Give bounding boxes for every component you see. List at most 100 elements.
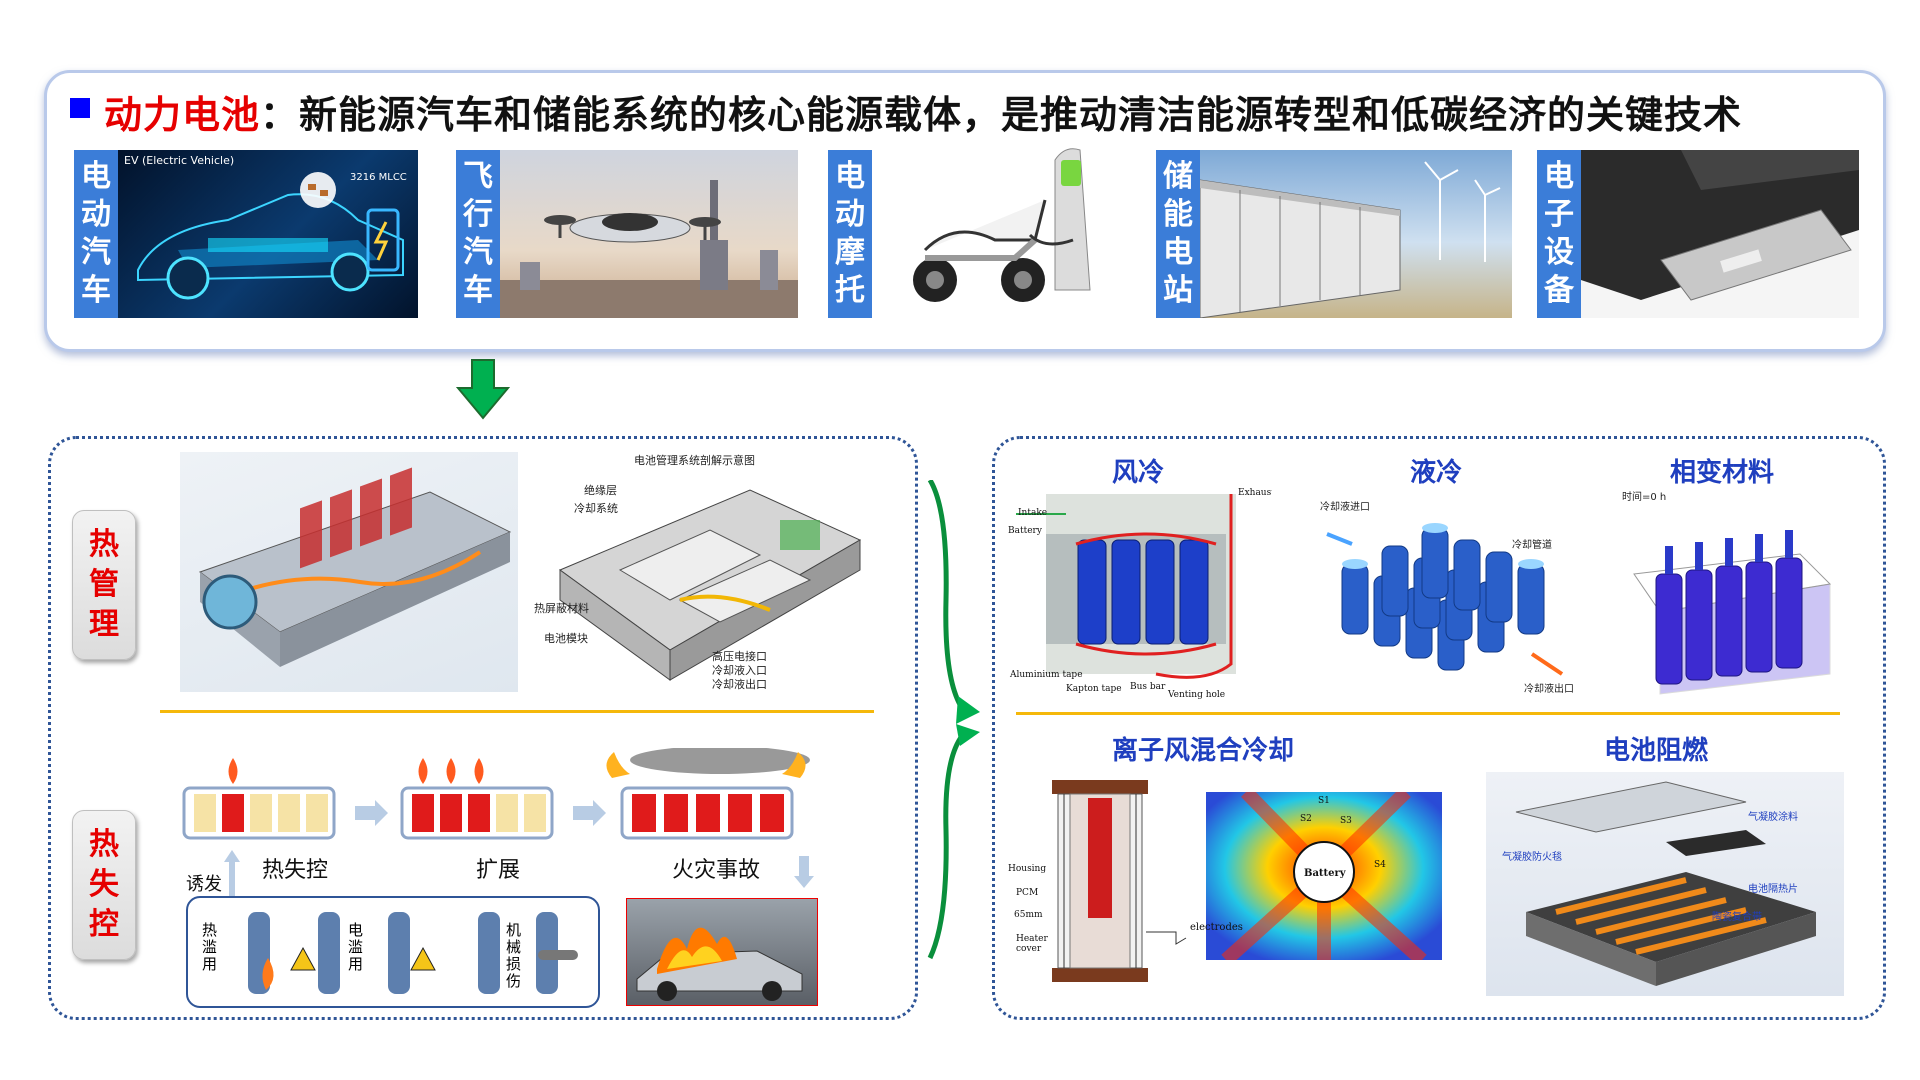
heatmap-label-s1: S1: [1318, 796, 1330, 806]
bms-label-hv-port: 高压电接口: [712, 650, 767, 663]
bms-label-coolant-out: 冷却液出口: [712, 678, 767, 690]
label-electronics-text: 电子设备: [1544, 159, 1574, 308]
fr-label-aerogel-blanket: 气凝胶防火毯: [1502, 852, 1562, 863]
car-fire-graphic: [636, 927, 803, 1001]
propagation-graphic: [182, 748, 810, 840]
cause-thermal-abuse: 热滥用: [202, 921, 218, 973]
heatmap-label-s3: S3: [1340, 816, 1352, 826]
up-arrow-icon: [224, 850, 240, 898]
ionic-wind-heatmap: Battery S2 S1 S3 S4: [1206, 792, 1442, 960]
trigger-label: 诱发: [186, 874, 222, 895]
left-panel: [48, 436, 918, 1020]
brace-arrows: [927, 480, 980, 960]
heading-air-cooling: 风冷: [1112, 458, 1165, 488]
bms-label-insulation: 绝缘层: [584, 484, 617, 497]
bms-diagram-graphic: [558, 489, 862, 681]
page-title: 动力电池：新能源汽车和储能系统的核心能源载体，是推动清洁能源转型和低碳经济的关键…: [104, 84, 1742, 139]
bms-diagram: 电池管理系统剖解示意图 绝缘层 冷却系统 热屏蔽材料 电池模块 高压电接口 冷却…: [530, 450, 870, 690]
causes-graphic: [248, 912, 578, 994]
air-label-venting: Venting hole: [1168, 690, 1226, 700]
label-thermal-runaway-text: 热失控: [89, 827, 119, 942]
stage-fire: 火灾事故: [672, 858, 761, 883]
air-label-battery: Battery: [1008, 526, 1042, 536]
bms-label-cooling: 冷却系统: [574, 502, 618, 515]
bms-label-module: 电池模块: [544, 632, 588, 645]
label-thermal-management-text: 热管理: [89, 527, 119, 642]
bms-label-heat-shield: 热屏蔽材料: [534, 602, 589, 615]
battery-pack-image: [180, 452, 518, 692]
left-divider: [160, 710, 874, 713]
down-arrow-icon: [456, 359, 510, 420]
label-electronics: 电子设备: [1537, 150, 1581, 318]
label-ev-text: 电动汽车: [81, 159, 111, 308]
heatmap-label-s2: S2: [1300, 814, 1312, 824]
label-flying-car: 飞行汽车: [456, 150, 500, 318]
air-label-kapton: Kapton tape: [1066, 684, 1122, 694]
label-storage-station: 储能电站: [1156, 150, 1200, 318]
fr-label-ceramic-tape: 陶瓷复合带: [1712, 912, 1762, 923]
liquid-cooling-diagram: 冷却液进口 冷却管道 冷却液出口: [1312, 484, 1592, 700]
liquid-cooling-graphic: [1326, 523, 1564, 676]
ionic-label-65mm: 65mm: [1014, 910, 1043, 920]
air-cooling-diagram: Intake Battery Exhaust Aluminium tape Ka…: [1006, 484, 1272, 700]
pcm-graphic: [1633, 530, 1832, 695]
cause-electrical-abuse: 电滥用: [348, 921, 364, 973]
label-e-motorcycle-text: 电动摩托: [835, 159, 865, 308]
label-ev: 电动汽车: [74, 150, 118, 318]
battery-pack-graphic: [198, 467, 512, 667]
air-label-busbar: Bus bar: [1130, 682, 1166, 692]
heading-liquid-cooling: 液冷: [1410, 458, 1463, 488]
bms-label-coolant-in: 冷却液入口: [712, 664, 767, 677]
heatmap-graphic: [1206, 792, 1442, 960]
label-storage-station-text: 储能电站: [1163, 159, 1193, 308]
motorcycle-graphic: [913, 148, 1091, 302]
electronics-image: [1581, 150, 1859, 318]
right-divider: [1016, 712, 1840, 715]
air-label-aluminium: Aluminium tape: [1010, 670, 1083, 680]
stage-runaway: 热失控: [262, 858, 329, 883]
title-highlight: 动力电池: [104, 93, 261, 137]
flying-car-graphic: [500, 180, 798, 318]
heading-phase-change: 相变材料: [1670, 458, 1775, 488]
stage-spread: 扩展: [476, 858, 521, 883]
pcm-time-label: 时间=0 h: [1622, 492, 1667, 503]
storage-station-graphic: [1200, 161, 1501, 318]
heading-ionic-wind: 离子风混合冷却: [1112, 736, 1295, 766]
ionic-label-heater: Heater cover: [1016, 934, 1048, 954]
storage-station-image: [1200, 150, 1512, 318]
label-thermal-runaway: 热失控: [72, 810, 136, 960]
fr-label-aerogel-coating: 气凝胶涂料: [1748, 812, 1798, 823]
heatmap-label-battery: Battery: [1304, 868, 1346, 879]
ionic-label-pcm: PCM: [1016, 888, 1039, 898]
label-thermal-management: 热管理: [72, 510, 136, 660]
title-text: ：新能源汽车和储能系统的核心能源载体，是推动清洁能源转型和低碳经济的关键技术: [260, 93, 1743, 137]
flame-retardant-graphic: [1515, 781, 1816, 986]
liquid-label-outlet: 冷却液出口: [1524, 684, 1574, 695]
laptop-battery-graphic: [1581, 150, 1859, 301]
heatmap-label-s4: S4: [1374, 860, 1386, 870]
liquid-label-pipe: 冷却管道: [1512, 540, 1552, 551]
ionic-label-housing: Housing: [1008, 864, 1047, 874]
motorcycle-image: [895, 140, 1115, 320]
liquid-label-inlet: 冷却液进口: [1320, 502, 1370, 513]
ev-image: EV (Electric Vehicle) 3216 MLCC: [118, 150, 418, 318]
pcm-diagram: 时间=0 h: [1620, 484, 1840, 700]
air-label-intake: Intake: [1018, 508, 1048, 518]
air-cooling-graphic: [1016, 494, 1236, 679]
label-e-motorcycle: 电动摩托: [828, 150, 872, 318]
right-panel: [992, 436, 1886, 1020]
bms-title: 电池管理系统剖解示意图: [634, 454, 755, 467]
ionic-wind-cylinder: Housing PCM 65mm Heater cover: [1006, 772, 1196, 990]
bullet-square-icon: [70, 98, 90, 118]
ev-caption: EV (Electric Vehicle): [124, 154, 235, 167]
ev-mlcc-caption: 3216 MLCC: [350, 172, 407, 183]
ev-car-graphic: [137, 172, 404, 300]
car-fire-image: [626, 898, 818, 1006]
air-label-exhaust: Exhaust: [1238, 488, 1272, 498]
causes-box: 热滥用 电滥用 机械损伤: [186, 896, 600, 1008]
ionic-cylinder-graphic: [1052, 780, 1187, 982]
cause-mechanical-damage: 机械损伤: [506, 921, 522, 990]
ionic-label-electrodes: electrodes: [1190, 922, 1243, 933]
flame-retardant-diagram: 气凝胶涂料 气凝胶防火毯 电池隔热片 陶瓷复合带: [1486, 772, 1844, 996]
label-flying-car-text: 飞行汽车: [463, 159, 493, 308]
